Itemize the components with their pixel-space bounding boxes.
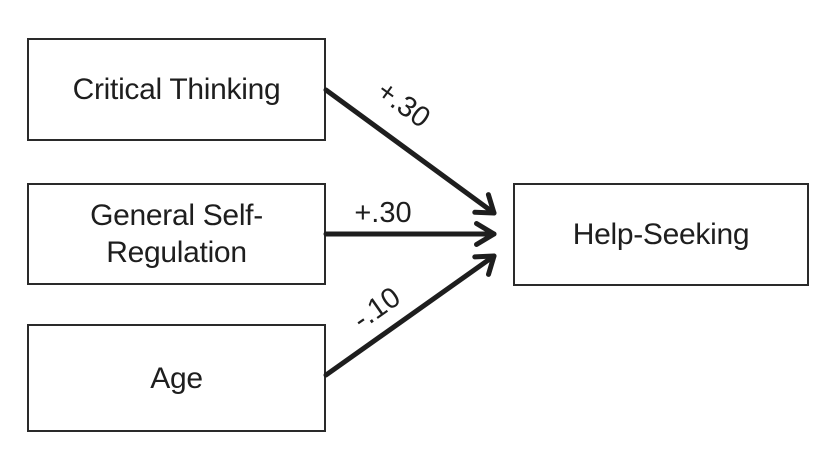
help-seeking-label: Help-Seeking bbox=[572, 218, 750, 251]
arrow-general-self-regulation-to-help-seeking bbox=[323, 221, 497, 247]
arrow-critical-thinking-to-help-seeking bbox=[323, 87, 497, 216]
arrow-age-to-help-seeking bbox=[323, 253, 497, 378]
critical-thinking-box: Critical Thinking bbox=[27, 38, 326, 141]
coefficient-critical-thinking: +.30 bbox=[371, 75, 436, 135]
general-self-regulation-label-line-2: Regulation bbox=[106, 236, 247, 269]
critical-thinking-label: Critical Thinking bbox=[72, 73, 281, 106]
general-self-regulation-label-line-1: General Self- bbox=[90, 199, 263, 232]
coefficient-age: -.10 bbox=[347, 281, 406, 336]
age-label: Age bbox=[150, 361, 203, 395]
general-self-regulation-label: General Self- Regulation bbox=[90, 197, 263, 271]
coefficient-general-self-regulation: +.30 bbox=[354, 197, 411, 229]
age-box: Age bbox=[27, 324, 326, 432]
general-self-regulation-box: General Self- Regulation bbox=[27, 183, 326, 285]
help-seeking-box: Help-Seeking bbox=[513, 183, 809, 286]
